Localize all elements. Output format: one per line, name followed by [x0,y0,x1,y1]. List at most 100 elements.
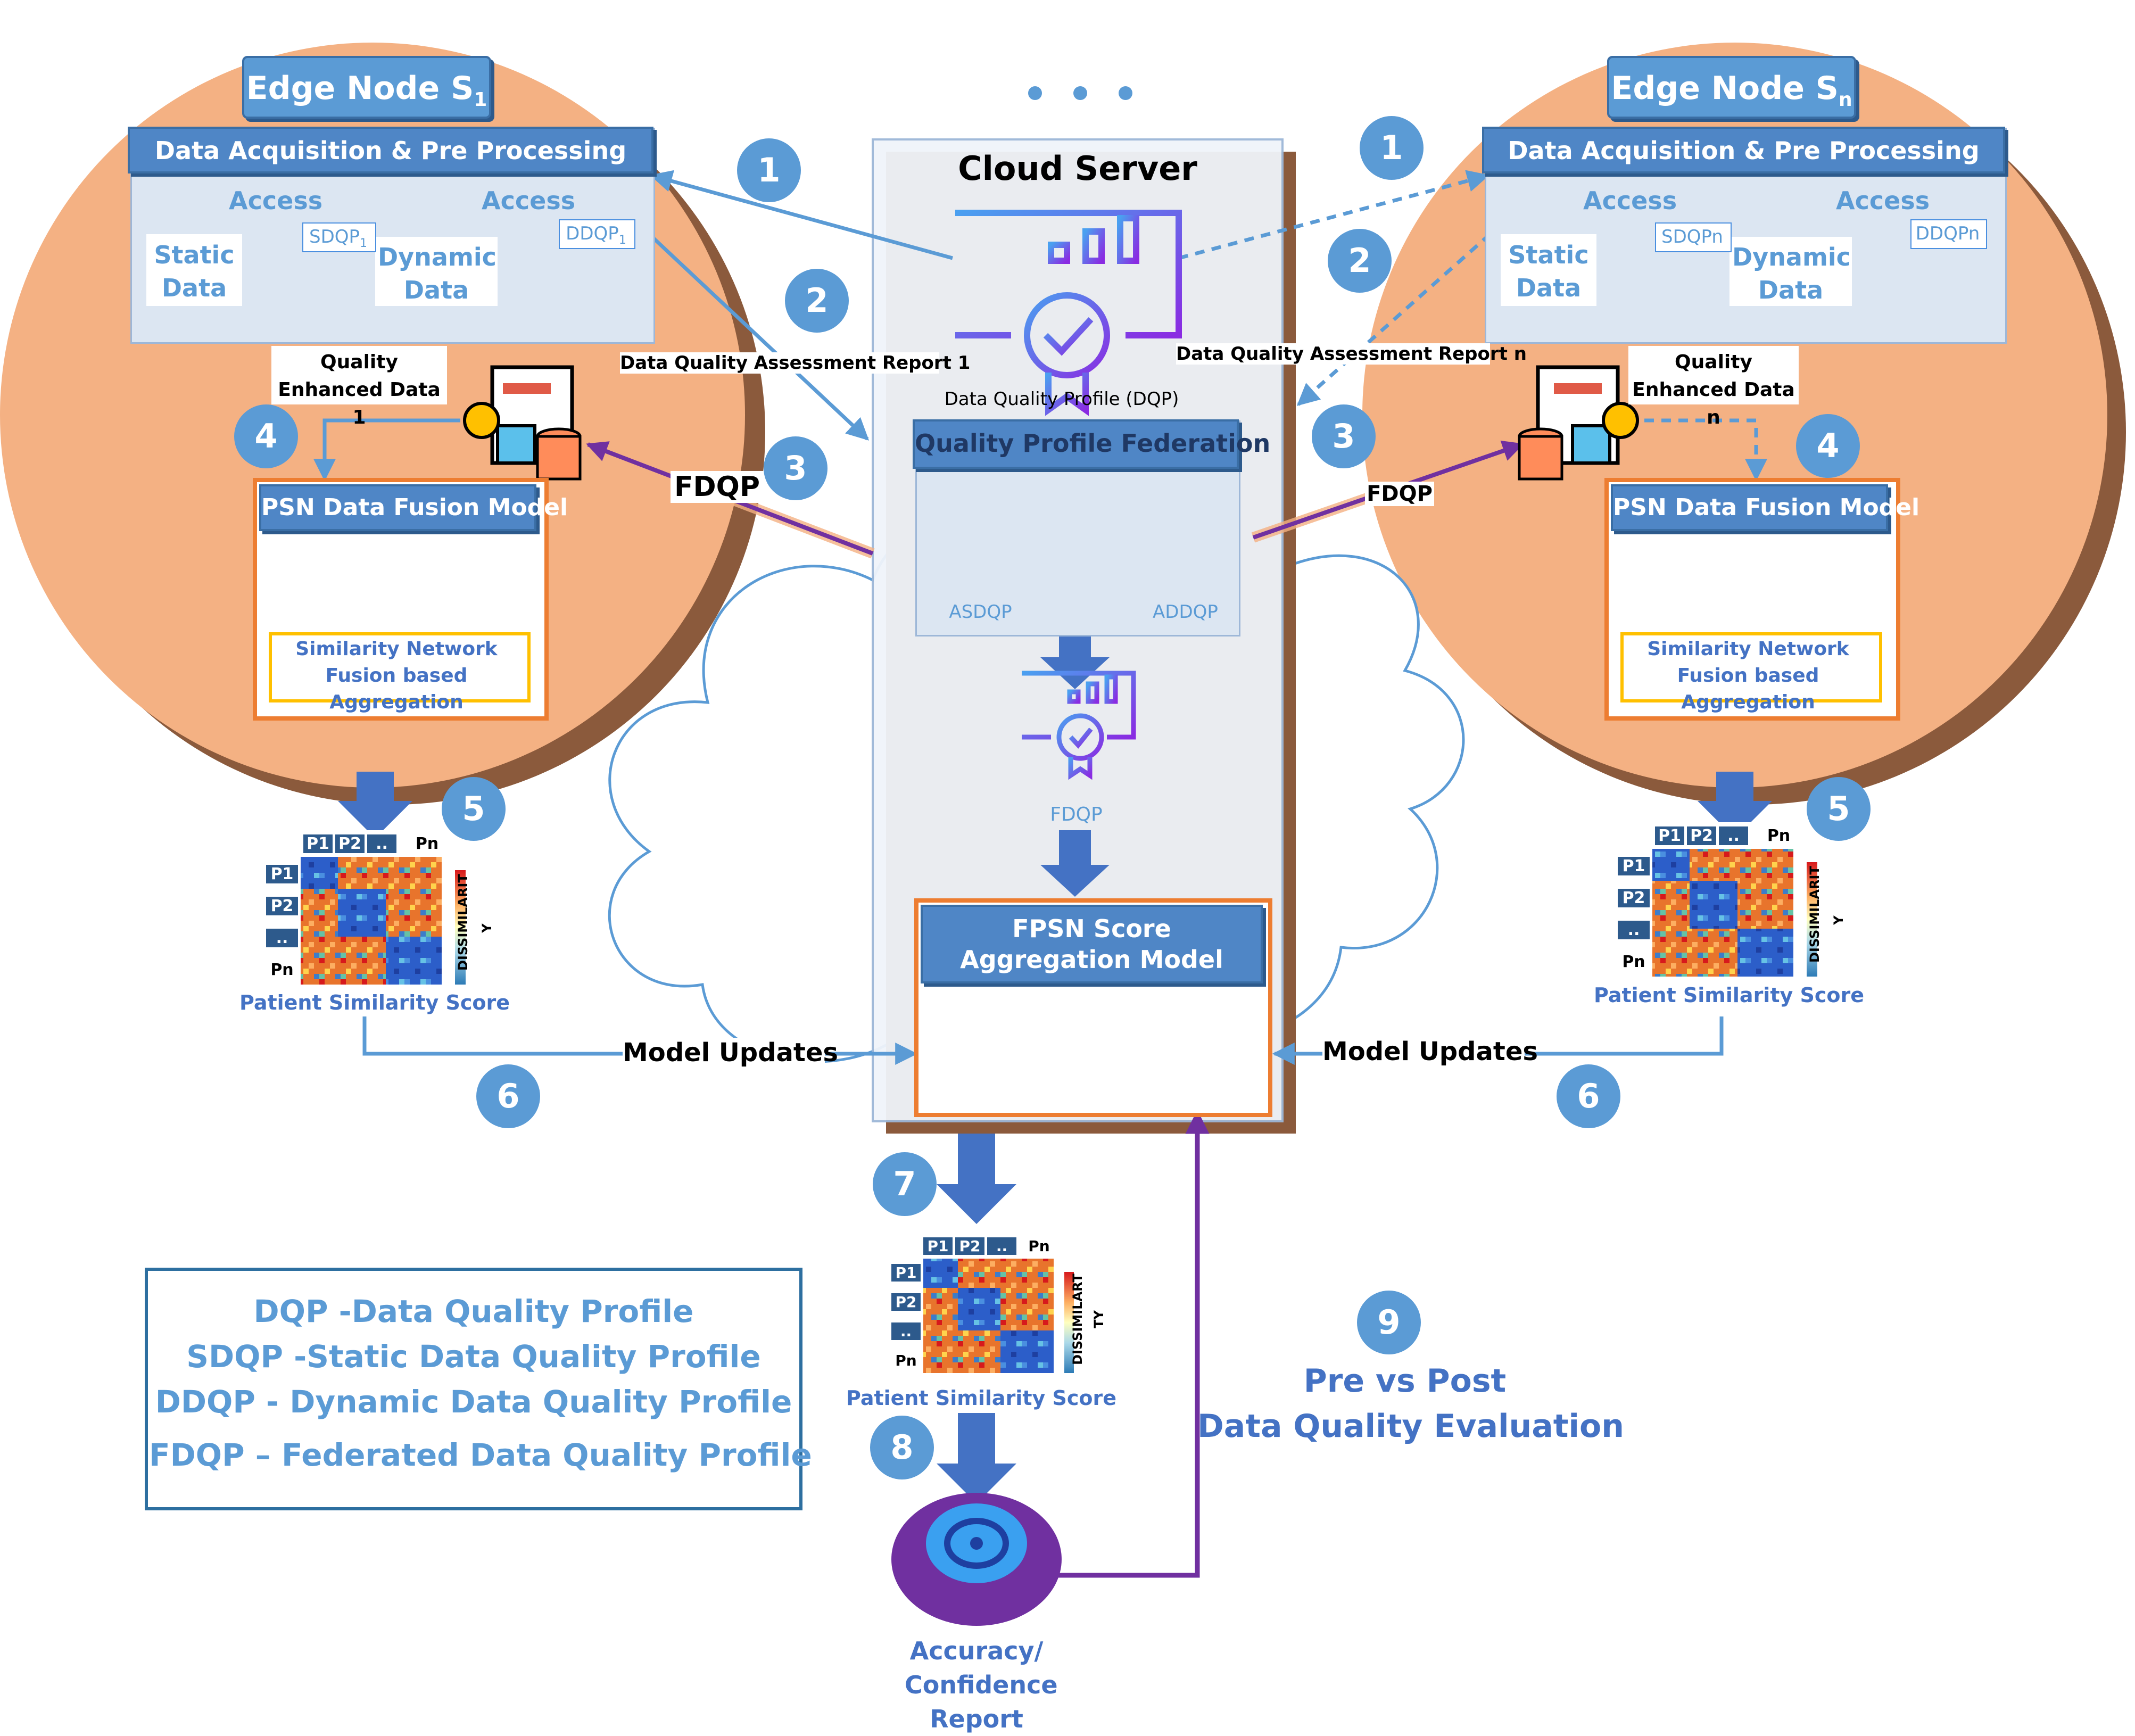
hm-bottom-scale-2: TY [1091,1310,1106,1328]
edge-right-acq-bar: Data Acquisition & Pre Processing [1482,127,2005,173]
hm-left-row: P2 [266,897,298,915]
edge-left-ddqp-label: DDQP1 [559,223,633,247]
hm-right-col: Pn [1767,826,1791,845]
hm-left-row: P1 [266,865,298,883]
edge-right-sdqp-label: SDQPn [1661,226,1723,247]
down-arrow [338,633,1772,1503]
step-badge-6: 6 [476,1064,540,1128]
edge-right-snf-label: Similarity Network Fusion based Aggregat… [1647,638,1849,713]
dqp-certificate-icon [955,210,1182,416]
cloud-server-title: Cloud Server [958,149,1197,188]
edge-left-title-text: Edge Node S [246,70,474,107]
hm-right-row: P2 [1618,889,1650,907]
edge-right-ddqp-box [1910,219,1987,249]
hm-left-scale-2: Y [479,923,494,933]
accuracy-report-label: Accuracy/ Confidence Report [905,1636,1058,1733]
edge-right-title-sub: n [1839,89,1852,111]
hm-bottom-col: .. [987,1237,1016,1255]
step-badge-2: 2 [785,269,849,333]
edge-left-snf-box [269,632,531,702]
federation-label: Quality Profile Federation [915,429,1271,458]
step-badge-2-right: 2 [1328,229,1392,293]
step-badge-4-right: 4 [1796,414,1860,478]
hm-bottom-scale: DISSIMILART [1070,1274,1085,1365]
hm-bottom-col: P2 [955,1237,984,1255]
step-badge-6-right: 6 [1557,1064,1620,1128]
heatmap-right [1618,822,1817,977]
legend-line-4: FDQP – Federated Data Quality Profile [149,1437,812,1473]
edge-right-ddqp-label: DDQPn [1915,223,1980,244]
eval-line-1: Pre vs Post [1303,1362,1507,1400]
edge-left-qe-box [271,346,447,404]
hm-left-row: .. [266,929,298,947]
document-database-icon [463,365,582,481]
hm-right-col: .. [1719,826,1748,845]
edge-left-report: Data Quality Assessment Report 1 [620,352,971,374]
legend-line-2: SDQP -Static Data Quality Profile [186,1338,761,1375]
edge-right-dynamic-label: Dynamic Data [1732,243,1851,304]
hm-bottom-row: P1 [891,1264,921,1282]
edge-left-acq-label: Data Acquisition & Pre Processing [154,136,627,165]
step-badge-5-right: 5 [1807,777,1871,841]
hm-bottom-row: Pn [895,1352,917,1369]
edge-left-qe-label: Quality Enhanced Data 1 [278,351,441,428]
step-badge-7: 7 [873,1152,937,1216]
edge-left-psn-score: Patient Similarity Score [239,991,510,1014]
edge-left-dynamic-box [375,237,498,306]
edge-right-acq-label: Data Acquisition & Pre Processing [1508,136,1980,165]
document-database-icon [1518,365,1639,481]
edge-left-acq-bar: Data Acquisition & Pre Processing [128,127,653,173]
fdqp-certificate-icon [1022,671,1136,780]
edge-right-snf-box [1620,632,1882,702]
hm-bottom-col: P1 [923,1237,953,1255]
legend-line-3: DDQP - Dynamic Data Quality Profile [155,1384,792,1420]
edge-right-access-2: Access [1836,186,1930,215]
hm-right-row: P1 [1618,857,1650,875]
hm-bottom-row: P2 [891,1293,921,1311]
legend-box [145,1268,802,1510]
edge-right-psn-bar: PSN Data Fusion Model [1611,484,1920,531]
edge-left-dynamic-label: Dynamic Data [378,243,496,304]
eval-line-2: Data Quality Evaluation [1197,1408,1624,1445]
hm-right-scale: DISSIMILARIT [1807,866,1822,963]
edge-right-fdqp: FDQP [1365,482,1434,506]
hm-left-col: P1 [303,834,333,853]
edge-right-psn-label: PSN Data Fusion Model [1613,494,1920,521]
fdqp-label: FDQP [1050,804,1103,825]
edge-left-sdqp-box [302,222,376,252]
hm-left-scale: DISSIMILARIT [456,874,470,971]
edge-left-sdqp-label: SDQP1 [302,226,374,250]
edge-left-static-box [146,234,242,306]
edge-right-psn-score: Patient Similarity Score [1594,983,1865,1007]
edge-right-title-text: Edge Node S [1611,70,1839,107]
hm-bottom-row: .. [891,1322,921,1340]
edge-left-ddqp-main: DDQP [566,223,619,244]
edge-left-static-label: Static Data [154,241,235,302]
step-badge-1: 1 [737,138,801,202]
edge-left-psn-bar: PSN Data Fusion Model [259,484,568,531]
edge-right-report: Data Quality Assessment Report n [1176,343,1527,365]
step-badge-1-right: 1 [1360,116,1424,180]
edge-right-qe-label: Quality Enhanced Data n [1632,351,1795,428]
edge-right-qe-box [1628,346,1799,404]
edge-right-sdqp-box [1655,222,1732,252]
edge-left-sdqp-sub: 1 [360,236,368,250]
edge-left-title: Edge Node S1 [242,56,491,119]
hm-left-row: Pn [270,961,294,979]
edge-left-snf-label: Similarity Network Fusion based Aggregat… [295,638,498,713]
step-badge-8: 8 [870,1416,934,1479]
edge-right-access-1: Access [1583,186,1677,215]
edge-left-access-1: Access [229,186,323,215]
edge-left-ddqp-box [559,219,635,249]
hm-right-col: P1 [1655,826,1684,845]
edge-right-model-updates: Model Updates [1322,1037,1538,1067]
hm-left-col: .. [367,834,396,853]
edge-left-model-updates: Model Updates [623,1038,838,1068]
hm-right-row: .. [1618,921,1650,939]
legend-line-1: DQP -Data Quality Profile [253,1293,694,1329]
federation-bar: Quality Profile Federation [913,419,1271,469]
hm-right-row: Pn [1622,953,1645,971]
step-badge-4: 4 [234,404,298,468]
fpsn-bar: FPSN Score Aggregation Model [921,905,1263,983]
hm-bottom-col: Pn [1028,1237,1050,1255]
